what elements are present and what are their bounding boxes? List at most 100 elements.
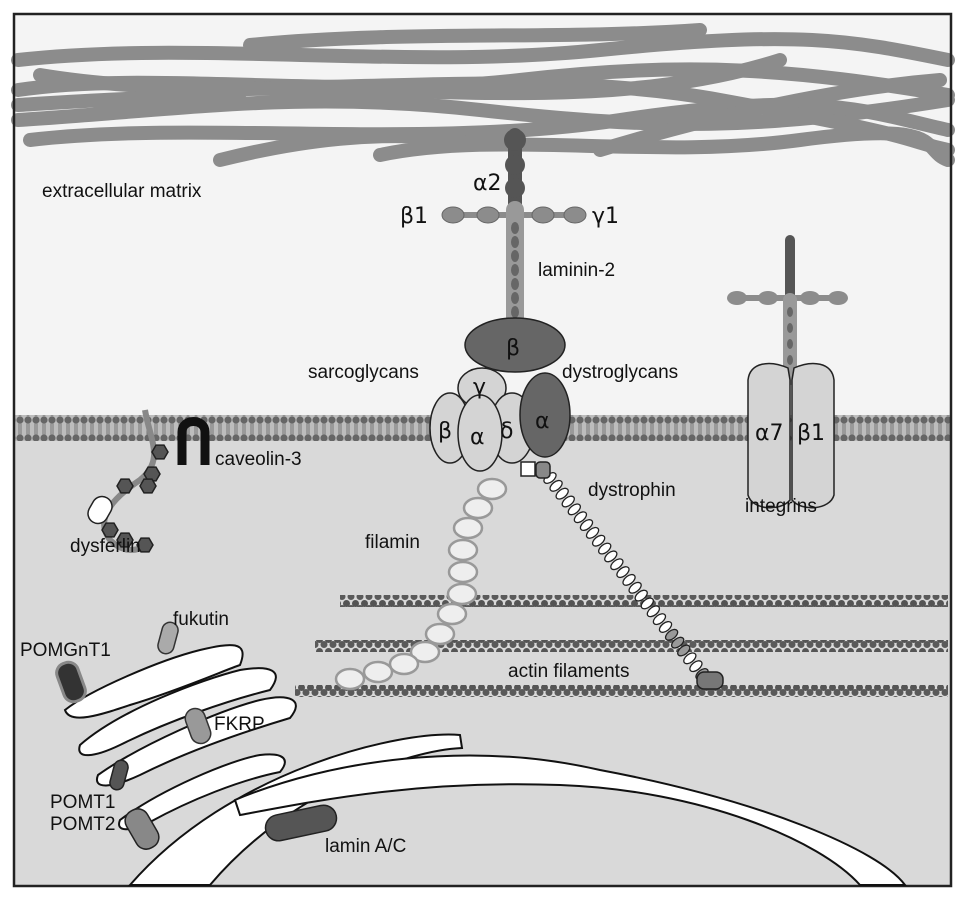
- c2-domain: [116, 532, 134, 548]
- label-gamma1: γ1: [592, 204, 619, 229]
- label-dystrophin: dystrophin: [588, 480, 676, 501]
- label-filamin: filamin: [365, 532, 420, 553]
- filamin-domain: [424, 622, 456, 646]
- label-dg-alpha: α: [535, 409, 550, 434]
- dystrophin-segment: [677, 644, 691, 657]
- laminin-bead: [511, 278, 519, 290]
- label-alpha2: α2: [473, 171, 502, 196]
- golgi-protein: [109, 759, 129, 791]
- laminin-bead: [511, 264, 519, 276]
- extracellular-matrix-fibers: [11, 23, 955, 167]
- dystrophin-segment: [598, 542, 612, 555]
- label-extracellular-matrix: extracellular matrix: [42, 181, 202, 202]
- filamin-domain: [476, 477, 508, 501]
- filamin-chain: [334, 477, 508, 691]
- laminin-2: [441, 128, 587, 329]
- frame: [12, 12, 953, 888]
- dystrophin-segment: [591, 534, 606, 547]
- dystrophin-segment: [652, 613, 667, 626]
- laminin-bead: [511, 306, 519, 318]
- label-beta1-laminin: β1: [400, 204, 428, 229]
- dysferlin-protein: [87, 409, 169, 553]
- c2-domain: [151, 444, 169, 460]
- dystrophin-segment: [610, 558, 624, 571]
- filamin-domain: [334, 667, 366, 691]
- filamin-domain: [446, 582, 478, 606]
- label-pomt1: POMT1: [50, 792, 115, 813]
- label-sarcoglycans: sarcoglycans: [308, 362, 419, 383]
- laminin-bead: [511, 222, 519, 234]
- dystrophin-segment: [616, 566, 630, 579]
- fukutin-protein: [157, 621, 179, 655]
- alpha-dystroglycan: [519, 372, 571, 458]
- actin-filament: [315, 640, 948, 652]
- dystrophin-segment: [640, 597, 654, 610]
- laminin-bead: [511, 292, 519, 304]
- label-fukutin: fukutin: [173, 609, 229, 630]
- dystrophin-segment: [670, 636, 685, 649]
- label-dg-beta: β: [506, 336, 520, 361]
- label-lamin-ac: lamin A/C: [325, 836, 406, 857]
- label-integrin-a7: α7: [755, 421, 784, 446]
- dystrophin-segment: [646, 605, 661, 618]
- dystrophin-segment: [683, 652, 697, 665]
- dystrophin-segment: [622, 573, 636, 586]
- dystrophin-segment: [555, 487, 569, 500]
- pomgnt1-protein: [55, 660, 87, 704]
- dystrophin-segment: [628, 581, 642, 594]
- label-pomgnt1: POMGnT1: [20, 640, 111, 661]
- label-integrin-b1: β1: [797, 421, 825, 446]
- actin-filament: [295, 685, 948, 697]
- dystrophin-segment: [634, 589, 648, 602]
- laminin-bead: [511, 250, 519, 262]
- label-integrins: integrins: [745, 496, 817, 517]
- dystrophin-segment: [561, 495, 575, 508]
- c2-domain: [101, 522, 119, 538]
- lamin-ac-protein: [264, 804, 338, 842]
- filamin-domain: [409, 640, 441, 664]
- label-dystroglycans: dystroglycans: [562, 362, 678, 383]
- dystrophin-chain: [543, 472, 709, 680]
- dystrophin-cys-domain: [535, 461, 551, 479]
- label-sg-beta: β: [438, 419, 452, 444]
- filamin-domain: [447, 538, 479, 562]
- filamin-domain: [388, 652, 420, 676]
- c2-domain: [136, 537, 154, 553]
- label-dysferlin: dysferlin: [70, 536, 141, 557]
- label-sg-alpha: α: [470, 425, 485, 450]
- dystrophin-segment: [585, 526, 600, 539]
- dystrophin-segment: [567, 503, 582, 516]
- filamin-domain: [447, 560, 479, 584]
- dystrophin-segment: [573, 511, 588, 524]
- filamin-domain: [452, 516, 484, 540]
- label-pomt2: POMT2: [50, 814, 115, 835]
- dystrophin-actin-binding: [696, 671, 724, 690]
- c2-domain: [116, 478, 134, 494]
- beta-dystroglycan: [464, 317, 566, 373]
- dystrophin-segment: [689, 660, 703, 673]
- filamin-domain: [436, 602, 468, 626]
- integrin-complex: [727, 235, 848, 509]
- c2-domain: [143, 466, 161, 482]
- label-sg-delta: δ: [500, 419, 513, 444]
- label-actin-filaments: actin filaments: [508, 661, 629, 682]
- label-sg-gamma: γ: [473, 375, 486, 400]
- dystrophin-segment: [579, 519, 594, 532]
- pomt-protein: [124, 808, 160, 850]
- dystrophin-segment: [664, 628, 679, 641]
- dystrophin-segment: [604, 550, 618, 563]
- fkrp-protein: [184, 707, 212, 745]
- label-caveolin-3: caveolin-3: [215, 449, 302, 470]
- laminin-bead: [511, 236, 519, 248]
- label-laminin-2: laminin-2: [538, 260, 615, 281]
- dystrophin-segment: [658, 620, 673, 633]
- filamin-domain: [362, 660, 394, 684]
- dystrophin-segment: [549, 479, 563, 492]
- caveolin-3-protein: [177, 417, 210, 465]
- c2-domain: [139, 478, 157, 494]
- label-fkrp: FKRP: [214, 714, 265, 735]
- filamin-domain: [462, 496, 494, 520]
- dystrophin-terminal: [520, 461, 536, 477]
- alpha-sarcoglycan: [457, 394, 503, 472]
